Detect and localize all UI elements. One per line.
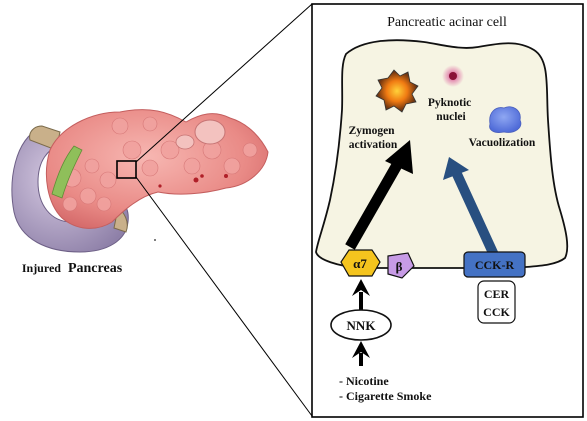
label-pyknotic-line2: nuclei — [436, 111, 466, 123]
nnk-node — [330, 309, 392, 341]
zoom-line — [135, 3, 313, 163]
nnk-label: NNK — [347, 318, 377, 333]
source-arrow-head — [352, 341, 370, 358]
duodenum-shape — [29, 125, 61, 151]
cck-r-receptor — [463, 251, 526, 278]
ligand-box — [477, 280, 516, 324]
beta-label: β — [396, 259, 403, 274]
zymogen-granule-icon — [375, 69, 419, 113]
vacuolization-arrow-head — [443, 157, 469, 180]
alpha7-receptor — [340, 249, 381, 277]
ligand-cck: CCK — [483, 305, 510, 319]
label-pyknotic-line1: Pyknotic — [428, 97, 471, 109]
vacuole-icon — [489, 106, 522, 133]
label-zymogen: Zymogen activation — [349, 125, 398, 151]
label-zymogen-line1: Zymogen — [349, 125, 396, 137]
pancreas-cyst — [194, 119, 226, 145]
source-cigarette-smoke: - Cigarette Smoke — [339, 389, 432, 403]
label-zymogen-line2: activation — [349, 139, 398, 151]
label-pyknotic: Pyknotic nuclei — [428, 97, 474, 123]
cck-r-label: CCK-R — [475, 258, 515, 272]
alpha7-label: α7 — [353, 256, 367, 271]
source-nicotine: - Nicotine — [339, 374, 389, 388]
ligand-cer: CER — [484, 287, 510, 301]
vacuolization-arrow-shaft — [451, 169, 499, 258]
hemorrhage-spots — [158, 174, 228, 188]
beta-receptor — [387, 252, 415, 279]
activation-arrow-shaft — [345, 155, 406, 250]
pancreatic-duct — [51, 145, 83, 199]
pancreas-cyst — [175, 134, 195, 150]
caption-main: Pancreas — [68, 261, 123, 276]
label-vacuolization: Vacuolization — [469, 137, 536, 149]
pancreas-illustration — [11, 3, 313, 417]
pancreas-caption: Injured Pancreas — [22, 261, 123, 276]
activation-arrow-head — [385, 140, 413, 174]
magnify-box — [116, 160, 137, 179]
nnk-arrow-head — [352, 279, 370, 296]
cell-panel-title: Pancreatic acinar cell — [387, 15, 507, 30]
zoom-line — [135, 176, 313, 417]
caption-prefix: Injured — [22, 261, 61, 275]
